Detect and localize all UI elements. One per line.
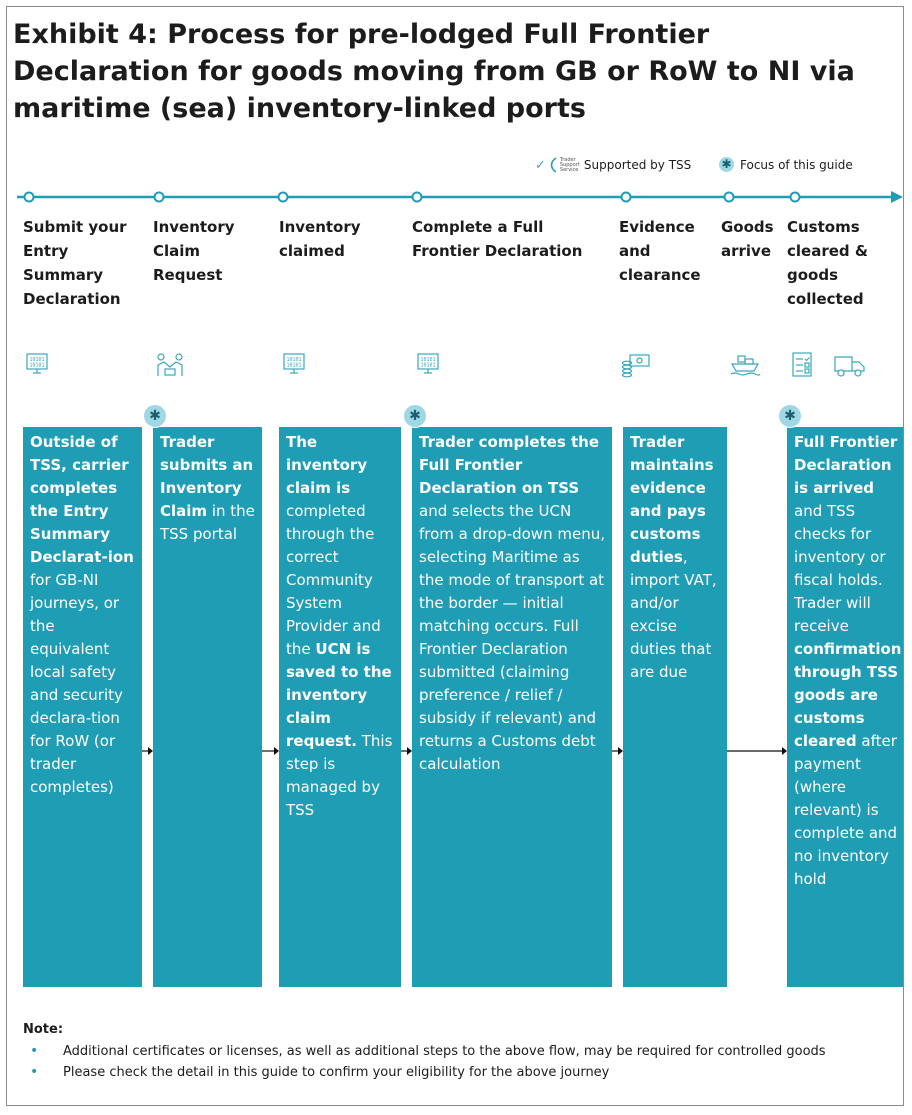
legend-focus: ✱ Focus of this guide — [719, 157, 853, 172]
box-text-segment: The inventory claim is — [286, 433, 368, 497]
arrow-5 — [782, 747, 787, 755]
computer-binary-icon: 10101 10101 — [417, 353, 439, 374]
step-title-goods-arrive: Goods arrive — [721, 218, 774, 260]
step-title-inventory-claimed: Inventory claimed — [279, 218, 361, 260]
step-box-inventory-claimed: The inventory claim is completed through… — [279, 427, 401, 987]
timeline-node-7 — [789, 191, 801, 203]
step-box-entry-summary: Outside of TSS, carrier completes the En… — [23, 427, 142, 987]
note-list: •Additional certificates or licenses, as… — [23, 1041, 898, 1083]
arrow-4 — [618, 747, 623, 755]
arrow-3 — [407, 747, 412, 755]
box-text-segment: Trader submits an Inventory Claim — [160, 433, 254, 520]
timeline-node-1 — [23, 191, 35, 203]
focus-star-icon: ✱ — [719, 157, 734, 172]
step-box-inventory-claim-request: Trader submits an Inventory Claim in the… — [153, 427, 262, 987]
legend-focus-label: Focus of this guide — [740, 157, 853, 172]
tss-logo-text: Trader Support Service — [559, 156, 580, 173]
box-text-segment: Full Frontier Declaration is arrived — [794, 433, 898, 497]
timeline-node-4 — [411, 191, 423, 203]
svg-text:10101: 10101 — [29, 363, 44, 369]
bullet-icon: • — [30, 1064, 39, 1080]
timeline-node-2 — [153, 191, 165, 203]
arrow-1 — [148, 747, 153, 755]
arrow-2 — [274, 747, 279, 755]
box-text-segment: , import VAT, and/or excise duties that … — [630, 548, 717, 681]
box-text-segment: confirmation through TSS goods are custo… — [794, 640, 902, 750]
box-text-segment: Trader maintains evidence and pays custo… — [630, 433, 714, 566]
focus-star-icon: ✱ — [143, 404, 167, 428]
checklist-truck-icon — [792, 352, 865, 377]
box-text-segment: Outside of TSS, carrier completes the En… — [30, 433, 134, 566]
step-title-entry-summary: Submit your Entry Summary Declaration — [23, 218, 127, 308]
step-box-full-frontier: Trader completes the Full Frontier Decla… — [412, 427, 612, 987]
note-item: •Please check the detail in this guide t… — [23, 1062, 898, 1083]
box-text-segment: in the TSS portal — [160, 502, 255, 543]
flow-arrows — [142, 747, 787, 755]
people-handshake-icon — [157, 353, 183, 376]
box-text-segment: Trader completes the Full Frontier Decla… — [419, 433, 600, 497]
svg-text:10101: 10101 — [29, 357, 44, 363]
step-box-customs-cleared: Full Frontier Declaration is arrived and… — [787, 427, 903, 987]
note-item: •Additional certificates or licenses, as… — [23, 1041, 898, 1062]
svg-text:10101: 10101 — [286, 357, 301, 363]
svg-text:10101: 10101 — [420, 357, 435, 363]
exhibit-frame: Exhibit 4: Process for pre-lodged Full F… — [6, 6, 904, 1106]
bullet-icon: • — [30, 1043, 39, 1059]
money-coins-icon — [621, 354, 650, 378]
tss-logo-icon: ✓ Trader Support Service — [535, 156, 580, 173]
svg-text:10101: 10101 — [420, 363, 435, 369]
step-title-full-frontier: Complete a Full Frontier Declaration — [412, 218, 583, 260]
box-text-segment: and TSS checks for inventory or fiscal h… — [794, 502, 886, 635]
legend-supported-by-tss: ✓ Trader Support Service Supported by TS… — [535, 157, 691, 173]
timeline-node-6 — [723, 191, 735, 203]
timeline-arrowhead — [891, 191, 903, 203]
note-title: Note: — [23, 1022, 64, 1037]
svg-text:10101: 10101 — [286, 363, 301, 369]
legend-tss-label: Supported by TSS — [583, 158, 692, 172]
focus-star-icon: ✱ — [403, 404, 427, 428]
box-text-segment: completed through the correct Community … — [286, 502, 381, 658]
computer-binary-icon: 10101 10101 — [283, 353, 305, 374]
step-box-evidence: Trader maintains evidence and pays custo… — [623, 427, 727, 987]
box-text-segment: after payment (where relevant) is comple… — [794, 732, 898, 888]
box-text-segment: for GB-NI journeys, or the equivalent lo… — [30, 571, 123, 796]
step-title-inventory-claim-request: Inventory Claim Request — [153, 218, 235, 284]
box-text-segment: UCN is saved to the inventory claim requ… — [286, 640, 392, 750]
box-text-segment: and selects the UCN from a drop-down men… — [419, 502, 605, 773]
page-title: Exhibit 4: Process for pre-lodged Full F… — [13, 19, 855, 124]
timeline — [17, 191, 903, 203]
step-title-customs-cleared: Customs cleared & goods collected — [787, 218, 868, 308]
focus-star-icon: ✱ — [778, 404, 802, 428]
cargo-ship-icon — [730, 355, 761, 376]
box-text-segment: This step is managed by TSS — [286, 732, 393, 819]
timeline-node-5 — [620, 191, 632, 203]
step-title-evidence: Evidence and clearance — [619, 218, 701, 284]
computer-binary-icon: 10101 10101 — [26, 353, 48, 374]
timeline-node-3 — [277, 191, 289, 203]
